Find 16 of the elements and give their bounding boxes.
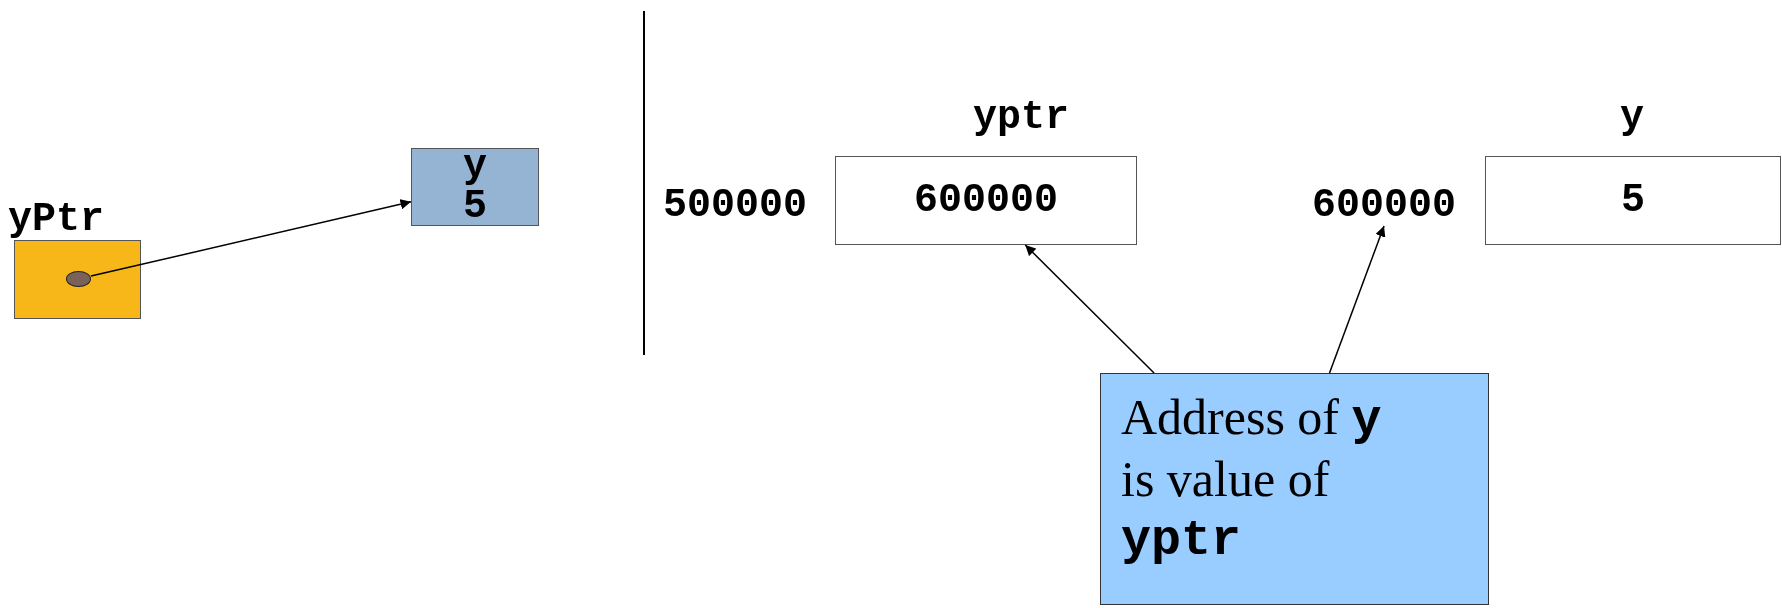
arrow: [1024, 244, 1155, 374]
pointer-dot: [66, 271, 91, 287]
variable-box: [411, 148, 539, 226]
callout-box: [1100, 373, 1489, 605]
variable-value: 5: [463, 187, 487, 227]
arrow: [90, 199, 412, 277]
address-label: 500000: [663, 186, 808, 226]
address-label: 600000: [1312, 186, 1457, 226]
variable-name: yptr: [973, 98, 1069, 138]
variable-name: yPtr: [8, 200, 104, 240]
variable-value: 5: [1621, 180, 1645, 221]
variable-value: 600000: [914, 180, 1058, 221]
callout-text: Address of y is value of yptr: [1121, 388, 1383, 570]
arrow: [1328, 225, 1386, 374]
variable-name: y: [1620, 98, 1644, 138]
variable-name: y: [463, 147, 487, 187]
